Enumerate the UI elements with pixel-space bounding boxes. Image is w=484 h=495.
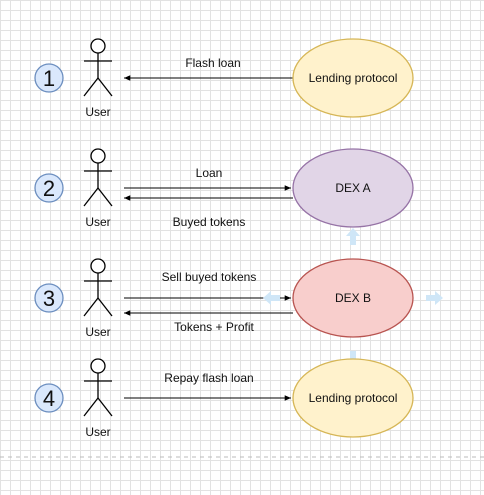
user-actor[interactable] — [83, 358, 113, 417]
user-label: User — [85, 325, 110, 339]
lending-protocol-node[interactable] — [292, 38, 414, 118]
dex-b-label: DEX B — [335, 291, 371, 305]
step-3: 3 User Sell buyed tokens Tokens + Profit… — [34, 228, 443, 368]
step-1: 1 User Flash loan Lending protocol — [34, 38, 414, 119]
repay-flash-loan-label: Repay flash loan — [164, 371, 253, 385]
step-number-circle — [34, 63, 64, 93]
step-number-circle — [34, 173, 64, 203]
lending-protocol-node[interactable] — [292, 358, 414, 438]
flash-loan-label: Flash loan — [185, 56, 240, 70]
step-4: 4 User Repay flash loan Lending protocol — [34, 358, 414, 439]
tokens-profit-label: Tokens + Profit — [174, 320, 254, 334]
step-number-circle — [34, 383, 64, 413]
loan-label: Loan — [196, 166, 223, 180]
connect-up-handle-icon[interactable] — [346, 228, 360, 245]
user-label: User — [85, 105, 110, 119]
step-number-circle — [34, 283, 64, 313]
step-number: 2 — [43, 176, 55, 201]
step-number: 3 — [43, 286, 55, 311]
lending-protocol-label: Lending protocol — [309, 71, 398, 85]
step-number: 1 — [43, 66, 55, 91]
step-number: 4 — [43, 386, 55, 411]
buyed-tokens-label: Buyed tokens — [173, 215, 246, 229]
lending-protocol-label: Lending protocol — [309, 391, 398, 405]
user-actor[interactable] — [83, 148, 113, 207]
user-label: User — [85, 215, 110, 229]
dex-a-node[interactable] — [292, 148, 414, 228]
user-actor[interactable] — [83, 258, 113, 317]
sell-buyed-tokens-label: Sell buyed tokens — [162, 270, 257, 284]
dex-b-node[interactable] — [292, 258, 414, 338]
dex-a-label: DEX A — [335, 181, 370, 195]
user-actor[interactable] — [83, 38, 113, 97]
connect-right-handle-icon[interactable] — [426, 291, 443, 305]
connect-left-handle-icon[interactable] — [263, 291, 280, 305]
user-label: User — [85, 425, 110, 439]
step-2: 2 User Loan Buyed tokens DEX A — [34, 148, 414, 229]
